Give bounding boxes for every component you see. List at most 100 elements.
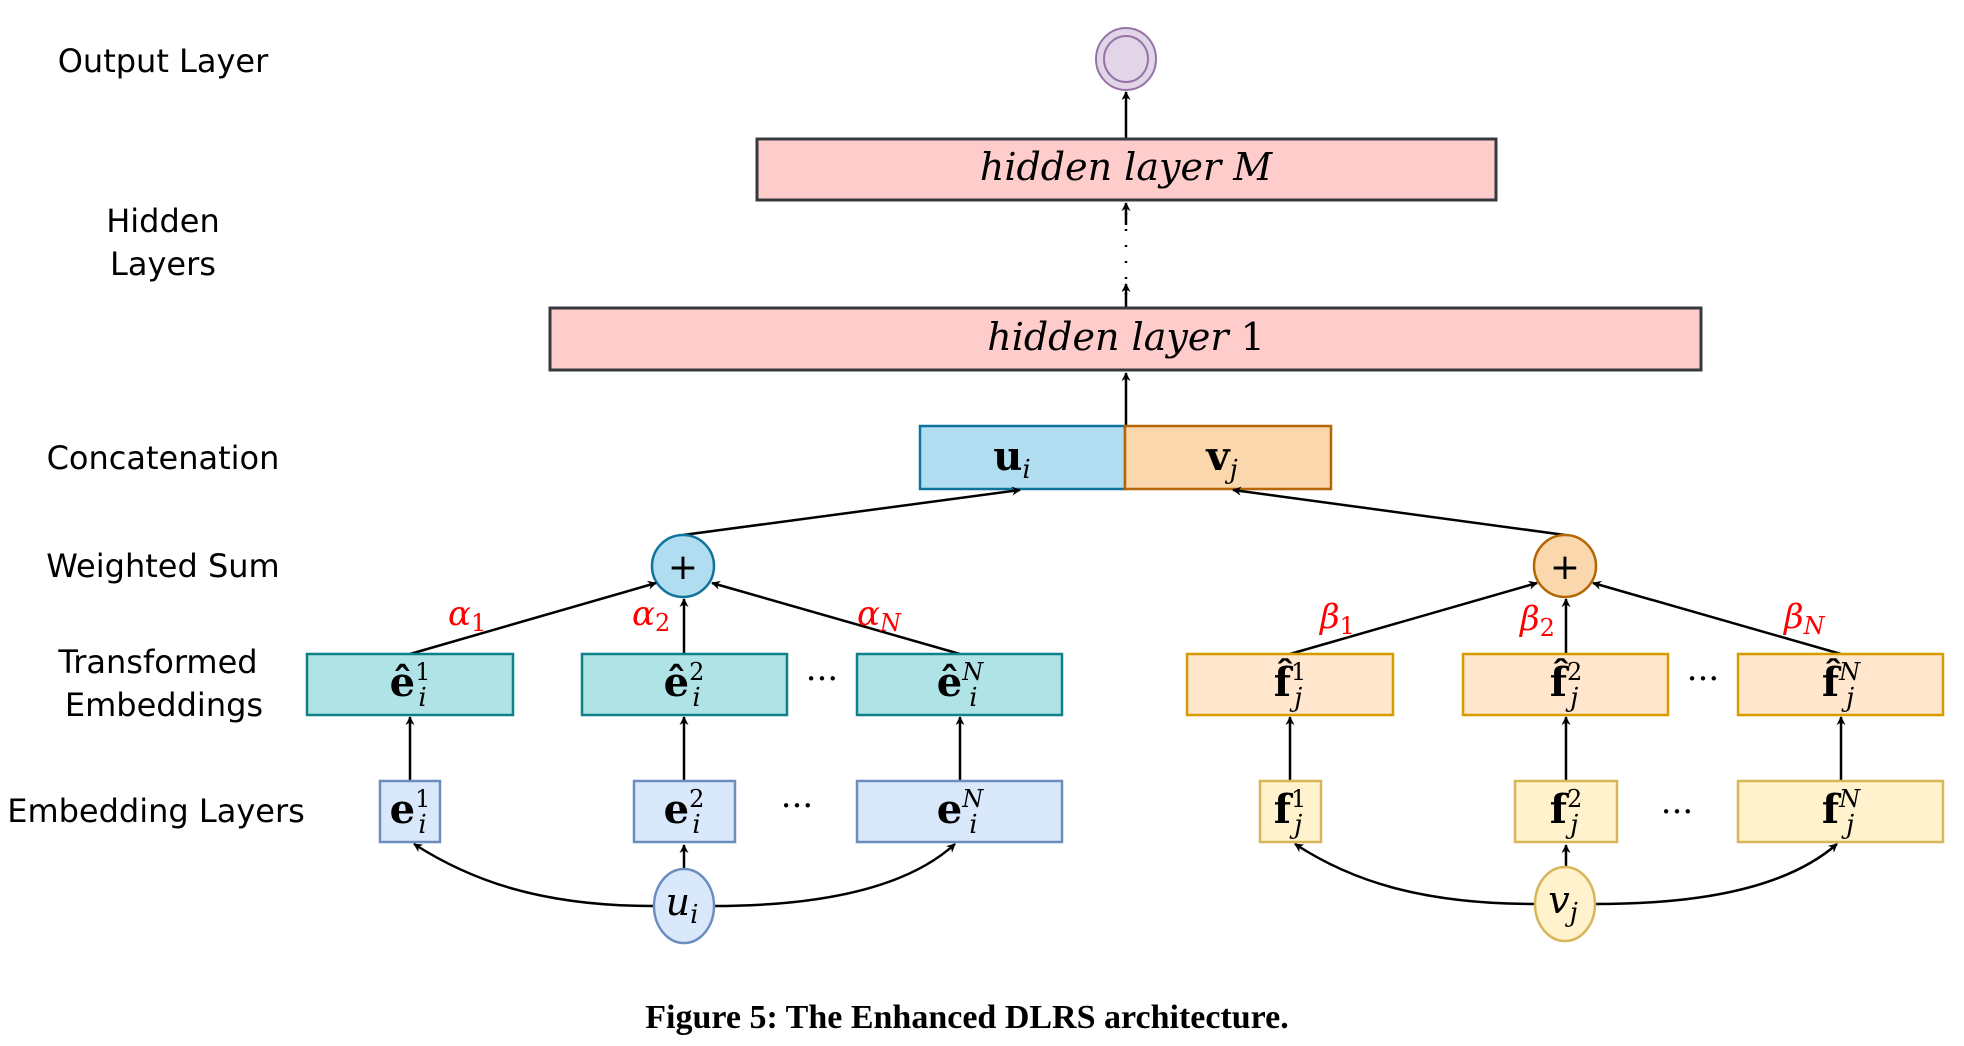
e2-sup: 2 — [689, 785, 704, 813]
svg-text:ui: ui — [993, 433, 1030, 485]
e1-sup: 1 — [415, 785, 430, 813]
beta-1-base: β — [1318, 597, 1340, 637]
row-labels: Output Layer Hidden Layers Concatenation… — [7, 42, 305, 830]
e2-sub: i — [692, 810, 700, 840]
concat-item-vector: vj — [1123, 424, 1333, 491]
svg-text:e2i: e2i — [664, 785, 705, 840]
beta-N-base: β — [1782, 597, 1804, 637]
u-vector-base: u — [993, 433, 1022, 480]
e2hat-base: ê — [664, 659, 689, 706]
svg-text:hidden layer 1: hidden layer 1 — [987, 315, 1265, 359]
svg-text:α1: α1 — [448, 594, 486, 637]
svg-text:êNi: êNi — [937, 658, 984, 713]
e1-base: e — [390, 786, 415, 833]
arrow-ui-to-eN — [712, 843, 956, 908]
hidden-layer-m-index: M — [1232, 145, 1273, 189]
hidden-layer-1-box: hidden layer 1 — [548, 306, 1703, 372]
f2hat-base: f̂ — [1550, 659, 1570, 706]
alpha-1-base: α — [448, 594, 471, 634]
e1hat-base: ê — [390, 659, 415, 706]
e2hat-sup: 2 — [689, 658, 704, 686]
item-transformed-ellipsis: ··· — [1687, 659, 1719, 699]
alpha-N-base: α — [857, 594, 880, 634]
e1hat-sub: i — [418, 683, 426, 713]
e1hat-sup: 1 — [415, 658, 430, 686]
svg-text:β2: β2 — [1518, 599, 1555, 642]
eNhat-sub: i — [969, 683, 977, 713]
item-embedding-ellipsis: ··· — [1661, 792, 1693, 832]
arrow-f1hat-to-sum — [1289, 580, 1538, 656]
vj-base: v — [1548, 878, 1570, 922]
svg-text:vj: vj — [1548, 878, 1578, 928]
svg-text:β1: β1 — [1318, 597, 1355, 640]
arrow-fNhat-to-sum — [1592, 580, 1842, 656]
item-weight-labels: β1 β2 βN — [1318, 597, 1826, 642]
svg-text:ui: ui — [666, 880, 699, 930]
svg-text:e1i: e1i — [390, 785, 431, 840]
svg-text:βN: βN — [1782, 597, 1826, 640]
item-input-node: vj — [1533, 865, 1597, 943]
user-weight-labels: α1 α2 αN — [448, 594, 902, 637]
beta-2-base: β — [1518, 599, 1540, 639]
f1hat-sup: 1 — [1291, 658, 1306, 686]
f1-sup: 1 — [1291, 785, 1306, 813]
label-weighted-sum: Weighted Sum — [46, 547, 279, 585]
svg-text:αN: αN — [857, 594, 902, 637]
arrow-vj-to-fN — [1595, 843, 1838, 906]
eNhat-base: ê — [937, 659, 962, 706]
eNhat-sup: N — [961, 658, 984, 686]
svg-text:α2: α2 — [632, 594, 670, 637]
svg-text:vj: vj — [1205, 433, 1237, 485]
figure-caption: Figure 5: The Enhanced DLRS architecture… — [645, 999, 1289, 1036]
user-transformed-ellipsis: ··· — [806, 659, 838, 699]
hidden-layer-1-index: 1 — [1241, 315, 1265, 359]
svg-text:fNj: fNj — [1822, 785, 1861, 840]
user-input-node: ui — [652, 867, 716, 945]
beta-1-sub: 1 — [1340, 612, 1355, 640]
arrow-e1hat-to-sum — [409, 580, 657, 656]
item-weighted-sum-node: + — [1532, 533, 1598, 599]
f1-base: f — [1274, 786, 1294, 833]
output-node — [1095, 27, 1157, 91]
svg-text:hidden layer M: hidden layer M — [980, 145, 1273, 189]
fNhat-base: f̂ — [1822, 659, 1842, 706]
hidden-layer-m-box: hidden layer M — [755, 137, 1498, 202]
ui-base: u — [666, 880, 690, 924]
label-concatenation: Concatenation — [47, 439, 280, 477]
alpha-1-sub: 1 — [471, 609, 486, 637]
user-weighted-sum-node: + — [650, 533, 716, 599]
alpha-2-sub: 2 — [655, 609, 670, 637]
f2-base: f — [1550, 786, 1570, 833]
svg-text:ê1i: ê1i — [390, 658, 431, 713]
label-transformed-embeddings-line1: Transformed — [57, 643, 257, 681]
user-embedding-ellipsis: ··· — [781, 786, 813, 826]
arrow-ui-to-e1 — [413, 842, 654, 908]
label-transformed-embeddings-line2: Embeddings — [65, 686, 263, 724]
label-embedding-layers: Embedding Layers — [7, 792, 305, 830]
arrow-eNhat-to-sum — [711, 580, 961, 656]
e1-sub: i — [418, 810, 426, 840]
f1hat-base: f̂ — [1274, 659, 1294, 706]
label-hidden-layers-line1: Hidden — [106, 202, 220, 240]
label-hidden-layers-line2: Layers — [110, 245, 216, 283]
alpha-2-base: α — [632, 594, 655, 634]
eN-sup: N — [961, 785, 984, 813]
eN-sub: i — [969, 810, 977, 840]
beta-N-sub: N — [1803, 612, 1826, 640]
svg-text:ê2i: ê2i — [664, 658, 705, 713]
plus-icon: + — [668, 547, 698, 588]
alpha-N-sub: N — [879, 609, 902, 637]
e2hat-sub: i — [692, 683, 700, 713]
concat-user-vector: ui — [918, 424, 1127, 491]
fNhat-sup: N — [1838, 658, 1861, 686]
eN-base: e — [937, 786, 962, 833]
